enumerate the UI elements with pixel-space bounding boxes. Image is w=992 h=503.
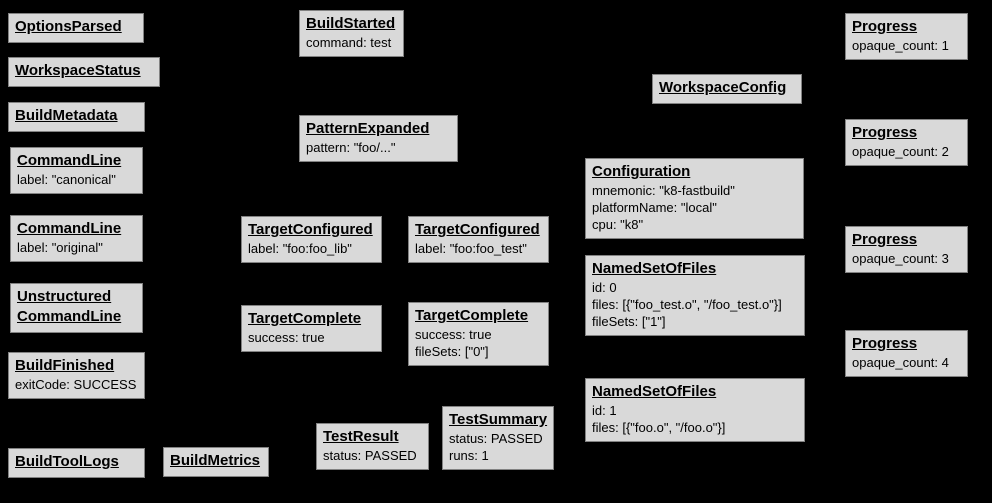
event-attr: label: "foo:foo_test" [415, 241, 527, 256]
event-attr: cpu: "k8" [592, 217, 644, 232]
event-title: Progress [852, 335, 918, 352]
event-title: TestResult [323, 428, 399, 445]
event-title: NamedSetOfFiles [592, 383, 717, 400]
event-title: TargetComplete [248, 310, 362, 327]
event-title: TestSummary [449, 411, 548, 428]
event-node-target-complete-foo-lib: TargetComplete success: true [241, 305, 382, 352]
event-title: Configuration [592, 163, 691, 180]
event-node-unstructured-command-line: Unstructured CommandLine [10, 283, 143, 333]
event-node-command-line-canonical: CommandLine label: "canonical" [10, 147, 143, 194]
event-attr: label: "canonical" [17, 172, 116, 187]
event-node-build-metadata: BuildMetadata [8, 102, 145, 132]
event-node-build-tool-logs: BuildToolLogs [8, 448, 145, 478]
event-node-test-summary: TestSummary status: PASSED runs: 1 [442, 406, 555, 470]
event-attr: platformName: "local" [592, 200, 717, 215]
event-node-progress-3: Progress opaque_count: 3 [845, 226, 968, 273]
event-title: WorkspaceStatus [15, 62, 141, 79]
event-title: CommandLine [17, 220, 122, 237]
event-title: BuildToolLogs [15, 453, 119, 470]
event-node-progress-1: Progress opaque_count: 1 [845, 13, 968, 60]
event-title: PatternExpanded [306, 120, 430, 137]
event-title: NamedSetOfFiles [592, 260, 717, 277]
event-node-target-complete-foo-test: TargetComplete success: true fileSets: [… [408, 302, 549, 366]
event-attr: pattern: "foo/..." [306, 140, 396, 155]
event-attr: mnemonic: "k8-fastbuild" [592, 183, 735, 198]
event-title: Unstructured CommandLine [17, 288, 122, 325]
event-title: Progress [852, 231, 918, 248]
event-attr: opaque_count: 2 [852, 144, 949, 159]
event-title: TargetConfigured [415, 221, 540, 238]
event-node-test-result: TestResult status: PASSED [316, 423, 429, 470]
event-node-build-started: BuildStarted command: test [299, 10, 404, 57]
event-attr: files: [{"foo.o", "/foo.o"}] [592, 420, 726, 435]
event-node-workspace-status: WorkspaceStatus [8, 57, 160, 87]
event-title: TargetComplete [415, 307, 529, 324]
event-attr: status: PASSED [323, 448, 417, 463]
event-title: WorkspaceConfig [659, 79, 787, 96]
event-attr: id: 0 [592, 280, 617, 295]
event-node-build-metrics: BuildMetrics [163, 447, 269, 477]
event-attr: success: true [415, 327, 492, 342]
event-node-command-line-original: CommandLine label: "original" [10, 215, 143, 262]
event-node-build-finished: BuildFinished exitCode: SUCCESS [8, 352, 145, 399]
event-attr: label: "original" [17, 240, 103, 255]
event-title: TargetConfigured [248, 221, 373, 238]
event-attr: exitCode: SUCCESS [15, 377, 137, 392]
event-attr: id: 1 [592, 403, 617, 418]
event-attr: fileSets: ["0"] [415, 344, 489, 359]
event-title: BuildMetrics [170, 452, 261, 469]
event-node-progress-4: Progress opaque_count: 4 [845, 330, 968, 377]
event-attr: opaque_count: 1 [852, 38, 949, 53]
event-node-workspace-config: WorkspaceConfig [652, 74, 802, 104]
event-node-options-parsed: OptionsParsed [8, 13, 144, 43]
event-attr: command: test [306, 35, 392, 50]
event-title: BuildStarted [306, 15, 396, 32]
event-title: BuildMetadata [15, 107, 118, 124]
event-title: CommandLine [17, 152, 122, 169]
event-attr: status: PASSED [449, 431, 543, 446]
event-attr: label: "foo:foo_lib" [248, 241, 352, 256]
event-title: BuildFinished [15, 357, 115, 374]
event-title: Progress [852, 18, 918, 35]
event-title: Progress [852, 124, 918, 141]
event-node-progress-2: Progress opaque_count: 2 [845, 119, 968, 166]
event-title: OptionsParsed [15, 18, 122, 35]
event-attr: success: true [248, 330, 325, 345]
event-node-named-set-of-files-1: NamedSetOfFiles id: 1 files: [{"foo.o", … [585, 378, 805, 442]
event-attr: opaque_count: 3 [852, 251, 949, 266]
event-attr: opaque_count: 4 [852, 355, 949, 370]
event-node-target-configured-foo-lib: TargetConfigured label: "foo:foo_lib" [241, 216, 382, 263]
event-node-pattern-expanded: PatternExpanded pattern: "foo/..." [299, 115, 458, 162]
event-node-named-set-of-files-0: NamedSetOfFiles id: 0 files: [{"foo_test… [585, 255, 805, 336]
event-attr: fileSets: ["1"] [592, 314, 666, 329]
event-attr: files: [{"foo_test.o", "/foo_test.o"}] [592, 297, 782, 312]
event-attr: runs: 1 [449, 448, 489, 463]
event-node-target-configured-foo-test: TargetConfigured label: "foo:foo_test" [408, 216, 549, 263]
event-node-configuration: Configuration mnemonic: "k8-fastbuild" p… [585, 158, 804, 239]
